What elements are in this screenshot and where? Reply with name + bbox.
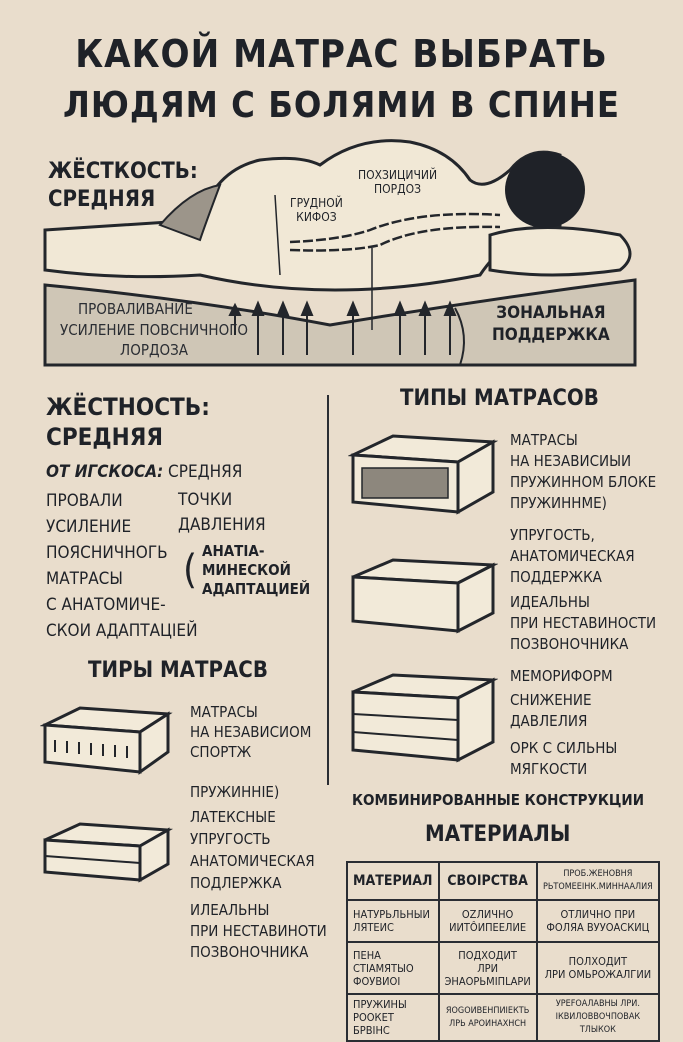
right-type3-title: МЕМОРИФОРМ bbox=[510, 667, 613, 685]
spring-mattress-icon bbox=[40, 706, 173, 775]
header-material: МАТЕРИАЛ bbox=[346, 861, 440, 901]
head bbox=[505, 152, 585, 228]
memory-foam-mattress-icon bbox=[351, 673, 498, 763]
label-lordosis: ПОХЗИЦИЧИЙ ПОРДОЗ bbox=[358, 168, 438, 196]
diagram-firmness: ЖЁСТКОСТЬ: СРЕДНЯЯ bbox=[48, 159, 198, 212]
spine bbox=[289, 212, 501, 252]
table-cell: ПРУЖИНЫ РООКЕТ БРВІНС bbox=[346, 993, 440, 1042]
title-line-1: КАКОЙ МАТРАС ВЫБРАТЬ bbox=[75, 32, 608, 76]
right-type3b-text: СНИЖЕНИЕ ДАВЛЕЛИЯ bbox=[510, 691, 592, 730]
materials-heading: МАТЕРИАЛЫ bbox=[425, 822, 571, 847]
header-recommendation: ПРОБ.ЖЕНОВНЯ РЬТОМЕЕІНК.МИННААЛИЯ bbox=[535, 861, 661, 901]
left-subtitle: ОТ ИГСКОСА: СРЕДНЯЯ bbox=[46, 461, 242, 483]
label-zonal-support: ЗОНАЛЬНАЯ ПОДДЕРЖКА bbox=[492, 303, 610, 345]
left-type2-text: ЛАТЕКСНЫЕ УПРУГОСТЬ АНАТОМИЧЕСКАЯ ПОДЛЕР… bbox=[190, 808, 315, 892]
label-kyphosis: ГРУДНОЙ КИФОЗ bbox=[290, 196, 343, 224]
table-cell: ЯОGОИВЕНПИІЕКТЬ ЛРЬ АРОИНАХНСН bbox=[437, 993, 538, 1042]
header-properties: СВОІРСТВА bbox=[437, 861, 538, 901]
latex-mattress-icon bbox=[43, 822, 174, 883]
subtitle-bold: ОТ ИГСКОСА: bbox=[46, 462, 164, 482]
table-row: НАТУРЬЛЬНЫИ ЛЯТЕИС ОZЛИЧНО ИИТÔИПЕЕЛИЕ О… bbox=[346, 899, 661, 943]
materials-table: МАТЕРИАЛ СВОІРСТВА ПРОБ.ЖЕНОВНЯ РЬТОМЕЕІ… bbox=[346, 861, 661, 1042]
spine-diagram bbox=[43, 139, 637, 367]
right-type2-text: ИДЕАЛЬНЫ ПРИ НЕСТАВИНОСТИ ПОЗВОНОЧНИКА bbox=[510, 593, 657, 653]
left-anatomical: АНАТІА- МИНЕСКОЙ АДАПТАЦИЕЙ bbox=[202, 542, 311, 598]
left-pressure-points: ТОЧКИ ДАВЛЕНИЯ bbox=[178, 490, 266, 535]
table-cell: ПОЛХОДИТ ЛРИ ОМЬРОЖАЛГИИ bbox=[535, 941, 661, 995]
subtitle-rest: СРЕДНЯЯ bbox=[163, 462, 243, 482]
left-type1-text: МАТРАСЫ НА НЕЗАВИСИОМ СПОРТЖ ПРУЖИННІЕ) bbox=[190, 703, 312, 801]
bracket-icon: ( bbox=[183, 547, 198, 593]
left-types-heading: ТИРЫ МАТРАСВ bbox=[88, 658, 268, 683]
label-lumbar: УСИЛЕНИЕ ПОВСНИЧНОГО ЛОРДОЗА bbox=[60, 321, 249, 359]
latex-block-mattress-icon bbox=[351, 558, 498, 634]
mattress-base bbox=[43, 278, 637, 367]
title-line-2: ЛЮДЯМ С БОЛЯМИ В СПИНЕ bbox=[62, 85, 621, 126]
label-sagging: ПРОВАЛИВАНИЕ bbox=[78, 300, 193, 318]
table-cell: НАТУРЬЛЬНЫИ ЛЯТЕИС bbox=[346, 899, 440, 943]
table-cell: ПЕНА СТІАМЯТЫО ФОУВИОІ bbox=[346, 941, 440, 995]
pillow bbox=[488, 226, 632, 277]
combined-constructions: КОМБИНИРОВАННЫЕ КОНСТРУКЦИИ bbox=[352, 791, 645, 809]
pocket-spring-mattress-icon bbox=[348, 434, 498, 515]
support-arrows bbox=[228, 300, 457, 355]
right-type3c-text: ОРК С СИЛЬНЫ МЯГКОСТИ bbox=[510, 739, 618, 778]
right-type1b-text: УПРУГОСТЬ, АНАТОМИЧЕСКАЯ ПОДДЕРЖКА bbox=[510, 526, 635, 586]
table-row: ПРУЖИНЫ РООКЕТ БРВІНС ЯОGОИВЕНПИІЕКТЬ ЛР… bbox=[346, 993, 661, 1042]
table-row: ПЕНА СТІАМЯТЫО ФОУВИОІ ПОДХОДИТ ЛРИ ЭНАО… bbox=[346, 941, 661, 995]
right-type1-text: МАТРАСЫ НА НЕЗАВИСИЫИ ПРУЖИННОМ БЛОКЕ ПР… bbox=[510, 431, 657, 512]
left-heading: ЖЁСТНОСТЬ: СРЕДНЯЯ bbox=[46, 393, 210, 451]
table-cell: УРЕFОАЛАВНЫ ЛРИ. ІКВИЛОВВОЧПОВАК ТЛЫКОК bbox=[535, 993, 661, 1042]
table-header-row: МАТЕРИАЛ СВОІРСТВА ПРОБ.ЖЕНОВНЯ РЬТОМЕЕІ… bbox=[346, 861, 661, 901]
column-divider bbox=[327, 395, 329, 785]
right-heading: ТИПЫ МАТРАСОВ bbox=[400, 386, 599, 411]
body-outline bbox=[43, 139, 562, 292]
left-type2b-text: ИЛЕАЛЬНЫ ПРИ НЕСТАВИНОТИ ПОЗВОНОЧНИКА bbox=[190, 901, 327, 961]
table-cell: ПОДХОДИТ ЛРИ ЭНАОРЬМІПLАРИ bbox=[437, 941, 538, 995]
table-cell: ОZЛИЧНО ИИТÔИПЕЕЛИЕ bbox=[437, 899, 538, 943]
left-col1: ПРОВАЛИ УСИЛЕНИЕ ПОЯСНИЧНОГЬ МАТРАСЫ С А… bbox=[46, 491, 198, 641]
table-cell: ОТЛИЧНО ПРИ ФОЛЯА ВУУОАСКИЦ bbox=[535, 899, 661, 943]
